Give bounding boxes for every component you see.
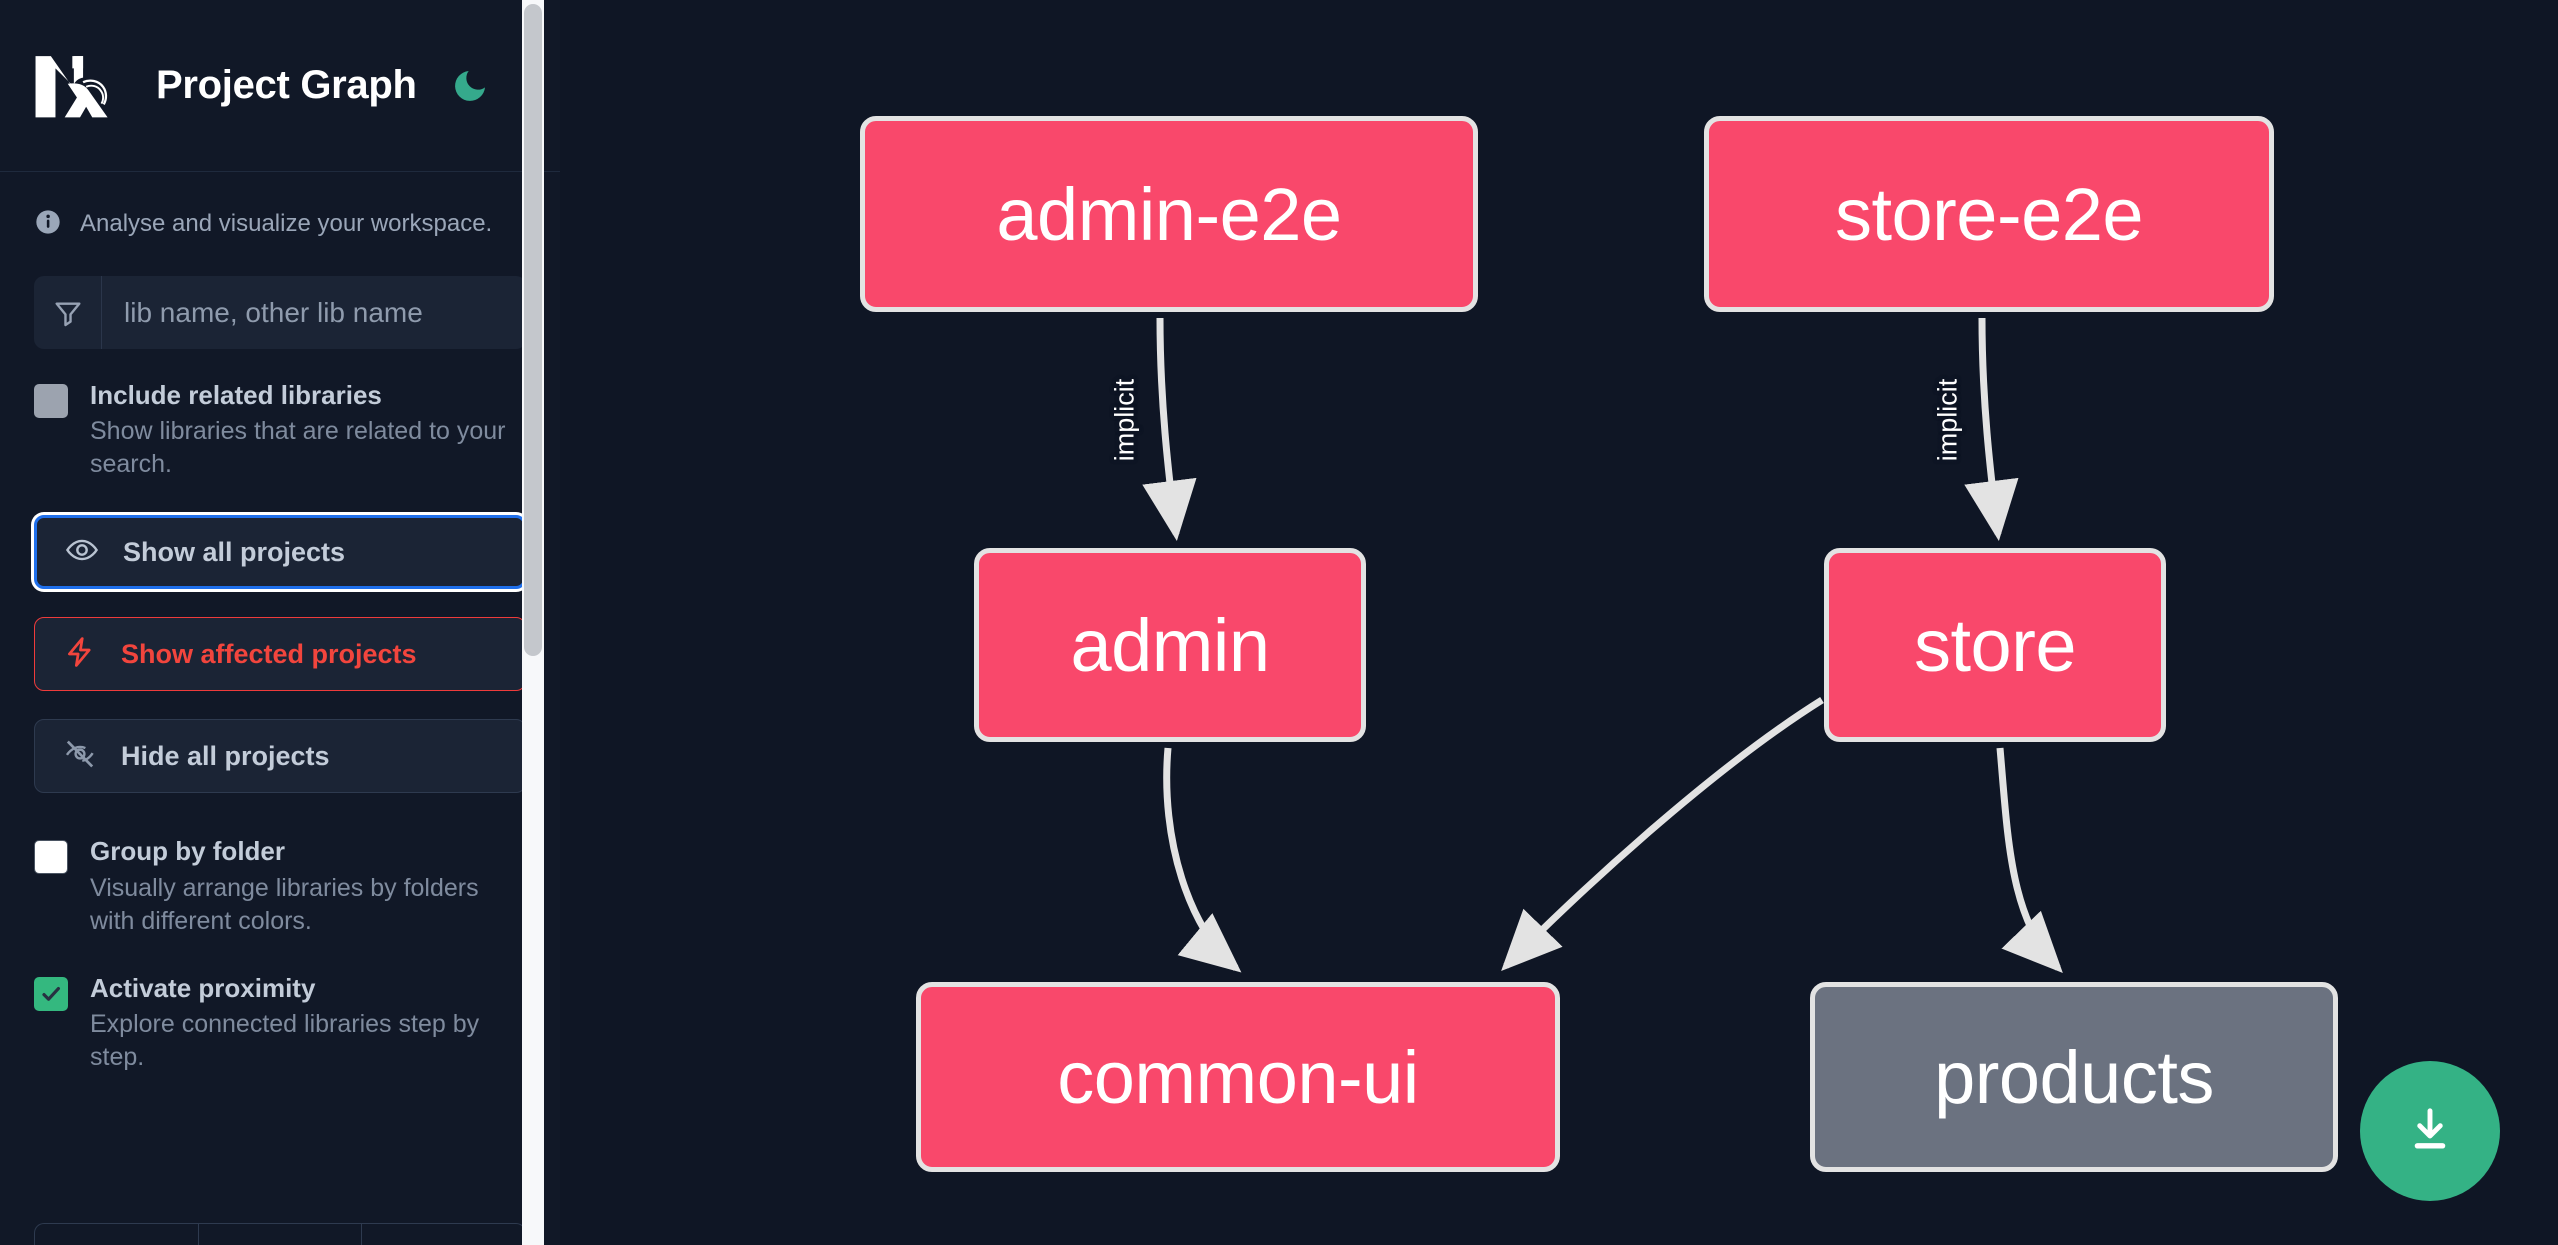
edge-store-to-common-ui	[1501, 697, 1824, 972]
eye-off-icon	[63, 737, 97, 776]
download-icon	[2402, 1101, 2458, 1162]
option-include-related-libraries[interactable]: Include related libraries Show libraries…	[34, 379, 526, 481]
sidebar-body: Analyse and visualize your workspace. In…	[0, 172, 560, 1074]
lightning-bolt-icon	[63, 635, 97, 674]
graph-node-common-ui[interactable]: common-ui	[916, 982, 1560, 1172]
graph-node-admin-e2e[interactable]: admin-e2e	[860, 116, 1478, 312]
checkbox-include-related-libraries[interactable]	[34, 384, 68, 418]
button-group-segment[interactable]	[362, 1224, 525, 1245]
app-title: Project Graph	[156, 63, 417, 107]
option-title: Activate proximity	[90, 972, 316, 1003]
graph-canvas[interactable]: implicit implicit admin-e2e store-e2e ad…	[560, 0, 2558, 1245]
checkbox-group-by-folder[interactable]	[34, 840, 68, 875]
option-title: Group by folder	[90, 836, 285, 867]
graph-node-admin[interactable]: admin	[974, 548, 1366, 742]
hide-all-projects-button[interactable]: Hide all projects	[34, 719, 526, 794]
moon-icon[interactable]	[447, 63, 493, 109]
option-activate-proximity[interactable]: Activate proximity Explore connected lib…	[34, 972, 526, 1074]
graph-node-products[interactable]: products	[1810, 982, 2338, 1172]
node-label: store	[1913, 603, 2077, 687]
button-label: Hide all projects	[121, 740, 330, 771]
node-label: admin	[1070, 603, 1270, 687]
sidebar-header: Project Graph	[0, 0, 560, 172]
button-label: Show affected projects	[121, 638, 417, 669]
eye-icon	[65, 533, 99, 572]
node-label: products	[1934, 1035, 2214, 1119]
sidebar-scrollbar-thumb[interactable]	[524, 4, 542, 656]
option-description: Show libraries that are related to your …	[90, 417, 506, 479]
search-row	[34, 276, 526, 349]
graph-node-store-e2e[interactable]: store-e2e	[1704, 116, 2274, 312]
checkbox-activate-proximity[interactable]	[34, 976, 68, 1011]
edge-store-e2e-to-store	[1964, 317, 2019, 541]
tagline: Analyse and visualize your workspace.	[34, 172, 526, 276]
option-title: Include related libraries	[90, 380, 382, 410]
edge-admin-e2e-to-admin	[1142, 317, 1197, 541]
node-label: common-ui	[1057, 1035, 1419, 1119]
button-group-segment[interactable]	[199, 1224, 363, 1245]
show-affected-projects-button[interactable]: Show affected projects	[34, 617, 526, 692]
edge-label-implicit-admin: implicit	[1109, 378, 1140, 462]
edge-store-to-products	[1996, 747, 2063, 974]
graph-node-store[interactable]: store	[1824, 548, 2166, 742]
node-label: store-e2e	[1834, 172, 2144, 256]
filter-funnel-icon	[34, 276, 102, 349]
button-group-segment[interactable]	[35, 1224, 199, 1245]
option-description: Explore connected libraries step by step…	[90, 1009, 480, 1071]
edge-label-implicit-store: implicit	[1932, 378, 1963, 462]
option-description: Visually arrange libraries by folders wi…	[90, 873, 479, 935]
edge-admin-to-common-ui	[1163, 747, 1242, 973]
sidebar-scrollbar[interactable]	[522, 0, 544, 1245]
info-icon	[34, 208, 62, 241]
node-label: admin-e2e	[996, 172, 1342, 256]
option-group-by-folder[interactable]: Group by folder Visually arrange librari…	[34, 835, 526, 937]
nx-logo-icon	[34, 53, 126, 119]
button-label: Show all projects	[123, 536, 346, 567]
download-graph-button[interactable]	[2360, 1061, 2500, 1201]
show-all-projects-button[interactable]: Show all projects	[34, 515, 526, 590]
tagline-text: Analyse and visualize your workspace.	[80, 210, 493, 237]
sidebar: Project Graph Analyse and visualize your…	[0, 0, 560, 1245]
search-input[interactable]	[102, 276, 526, 349]
bottom-button-group[interactable]	[34, 1223, 526, 1245]
